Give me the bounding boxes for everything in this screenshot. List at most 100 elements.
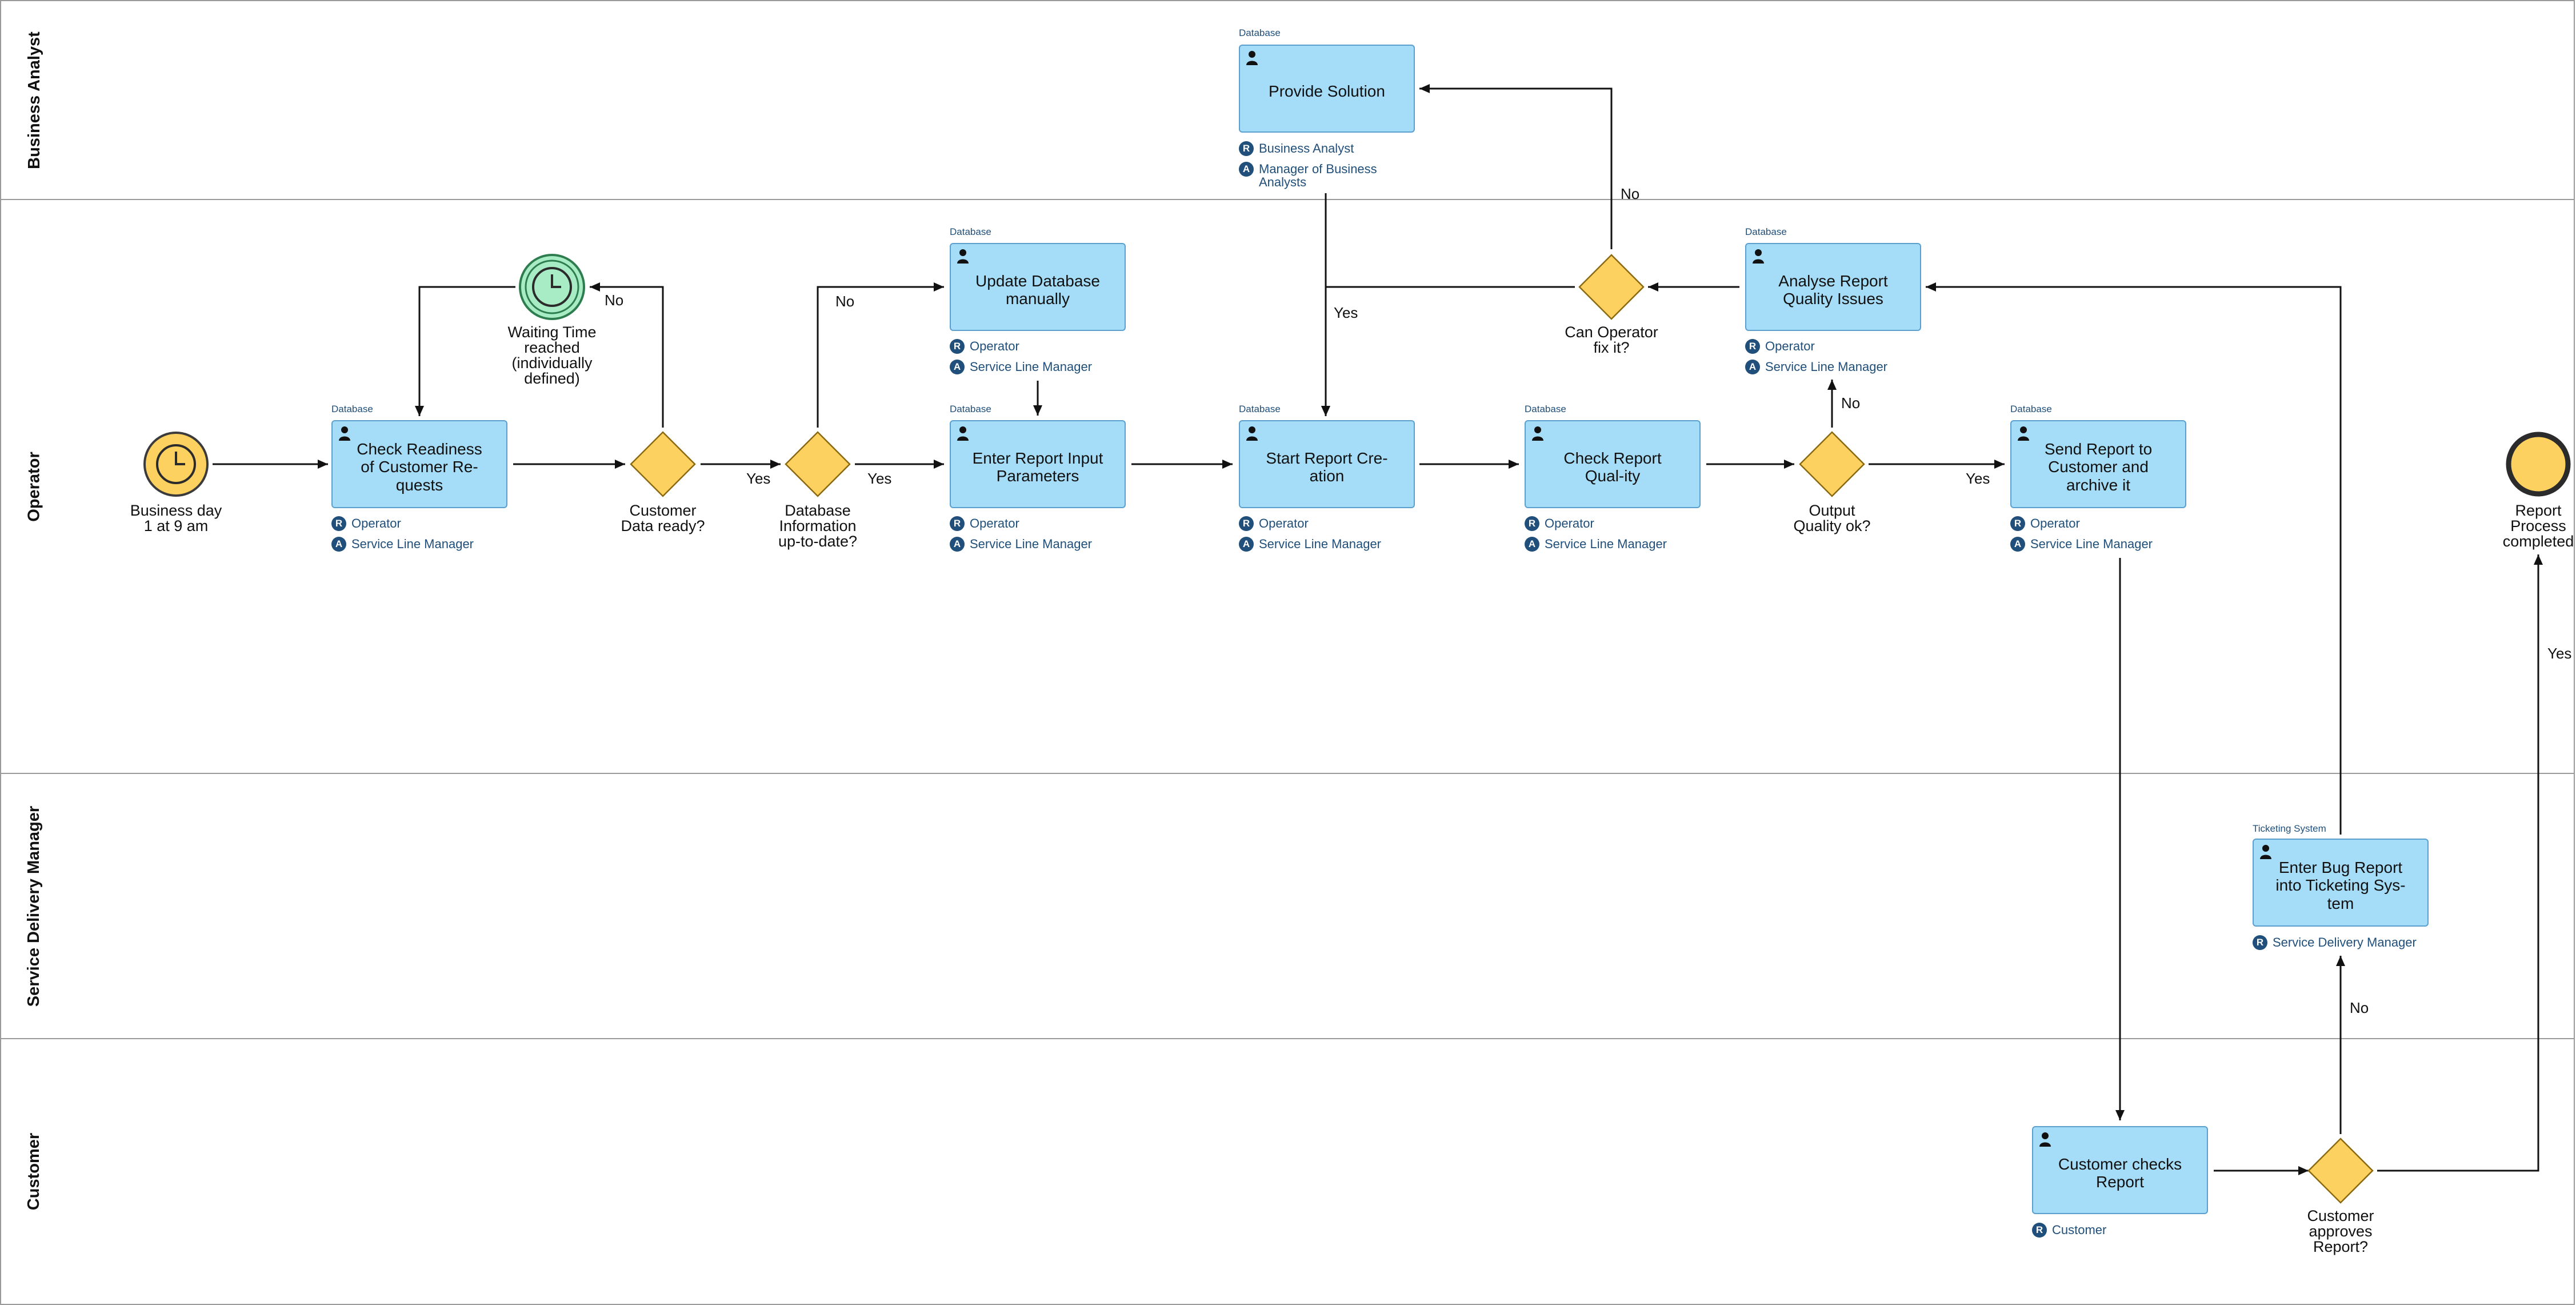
task-label: Analyse Report Quality Issues xyxy=(1778,272,1888,308)
task-label: Customer checks Report xyxy=(2058,1155,2182,1191)
start-event-label: Business day 1 at 9 am xyxy=(130,502,222,534)
waiting-event-label: Waiting Time reached (individually defin… xyxy=(507,324,597,387)
end-event xyxy=(2506,432,2571,497)
flow-label-yes-operator-fix: Yes xyxy=(1334,304,1358,321)
responsible-badge-icon: R xyxy=(1525,516,1539,531)
responsible-badge-icon: R xyxy=(1239,516,1254,531)
task-system-start-report: Database xyxy=(1239,404,1281,414)
clock-icon xyxy=(156,444,196,484)
task-check-report-quality[interactable]: Check Report Qual-ity xyxy=(1525,420,1701,508)
gateway-label-db-info-uptodate: Database Information up-to-date? xyxy=(778,502,858,550)
flow-label-yes-db-info: Yes xyxy=(867,470,892,487)
task-check-readiness[interactable]: Check Readiness of Customer Re-quests xyxy=(331,420,507,508)
accountable-badge-icon: A xyxy=(1525,537,1539,552)
accountable-badge-icon: A xyxy=(2010,537,2025,552)
user-icon xyxy=(1246,426,1258,441)
gateway-output-quality xyxy=(1799,431,1865,497)
accountable-badge-icon: A xyxy=(950,360,965,374)
flow-bug-report-to-analyse xyxy=(1926,282,2342,835)
user-icon xyxy=(2018,426,2029,441)
waiting-timer-event xyxy=(519,254,585,320)
task-enter-bug-report[interactable]: Enter Bug Report into Ticketing Sys-tem xyxy=(2253,839,2429,927)
gateway-label-output-quality: Output Quality ok? xyxy=(1793,502,1871,534)
clock-icon xyxy=(532,267,572,307)
task-label: Update Database manually xyxy=(975,272,1100,308)
flow-gateway5-yes-to-end xyxy=(2377,554,2543,1172)
task-label: Enter Bug Report into Ticketing Sys-tem xyxy=(2275,858,2406,912)
task-provide-solution[interactable]: Provide Solution xyxy=(1239,45,1415,133)
accountable-badge-icon: A xyxy=(331,537,346,552)
flow-gateway1-no-to-waiting xyxy=(590,282,664,428)
flow-label-yes-customer-data: Yes xyxy=(746,470,771,487)
user-icon xyxy=(339,426,350,441)
task-system-provide-solution: Database xyxy=(1239,27,1281,38)
flow-label-yes-quality: Yes xyxy=(1966,470,1990,487)
flow-gateway3-yes-to-start-report xyxy=(1321,286,1575,416)
task-label: Check Report Qual-ity xyxy=(1563,449,1662,485)
task-enter-report-parameters[interactable]: Enter Report Input Parameters xyxy=(950,420,1126,508)
task-label: Start Report Cre-ation xyxy=(1266,449,1388,485)
flow-gateway2-no-to-update-db xyxy=(817,282,944,428)
start-timer-event xyxy=(143,432,209,497)
user-icon xyxy=(957,249,969,264)
flow-label-no-customer: No xyxy=(2350,999,2369,1016)
gateway-label-customer-data-ready: Customer Data ready? xyxy=(621,502,705,534)
gateway-customer-approves xyxy=(2307,1138,2374,1204)
user-icon xyxy=(1246,51,1258,65)
accountable-badge-icon: A xyxy=(1239,162,1254,177)
task-send-report[interactable]: Send Report to Customer and archive it xyxy=(2010,420,2186,508)
user-icon xyxy=(2039,1132,2051,1147)
responsible-badge-icon: R xyxy=(950,516,965,531)
responsible-badge-icon: R xyxy=(2032,1223,2047,1238)
flow-label-no-waiting: No xyxy=(605,292,624,309)
task-label: Enter Report Input Parameters xyxy=(972,449,1103,485)
responsible-badge-icon: R xyxy=(1745,339,1760,354)
task-system-check-readiness: Database xyxy=(331,404,373,414)
task-system-check-quality: Database xyxy=(1525,404,1566,414)
responsible-badge-icon: R xyxy=(331,516,346,531)
accountable-badge-icon: A xyxy=(1239,537,1254,552)
flow-waiting-to-check-readiness xyxy=(415,286,515,416)
task-system-send-report: Database xyxy=(2010,404,2052,414)
task-customer-checks-report[interactable]: Customer checks Report xyxy=(2032,1126,2208,1214)
accountable-badge-icon: A xyxy=(1745,360,1760,374)
responsible-badge-icon: R xyxy=(2253,935,2267,950)
task-label: Provide Solution xyxy=(1269,82,1385,101)
user-icon xyxy=(1753,249,1764,264)
user-icon xyxy=(957,426,969,441)
gateway-label-customer-approves: Customer approves Report? xyxy=(2307,1207,2374,1255)
flow-gateway3-no-to-provide-solution xyxy=(1419,84,1613,249)
gateway-customer-data-ready xyxy=(630,431,696,497)
task-analyse-report-quality[interactable]: Analyse Report Quality Issues xyxy=(1745,243,1921,331)
flow-label-no-db-info: No xyxy=(835,293,855,310)
end-event-label: Report Process completed xyxy=(2502,502,2574,550)
task-system-update-db: Database xyxy=(950,226,991,237)
task-label: Send Report to Customer and archive it xyxy=(2044,440,2153,494)
task-start-report-creation[interactable]: Start Report Cre-ation xyxy=(1239,420,1415,508)
accountable-badge-icon: A xyxy=(950,537,965,552)
task-system-bug-report: Ticketing System xyxy=(2253,823,2326,834)
task-label: Check Readiness of Customer Re-quests xyxy=(357,440,482,494)
flow-label-yes-customer: Yes xyxy=(2547,645,2572,662)
gateway-label-operator-fix: Can Operator fix it? xyxy=(1565,324,1658,356)
responsible-badge-icon: R xyxy=(950,339,965,354)
task-update-database[interactable]: Update Database manually xyxy=(950,243,1126,331)
